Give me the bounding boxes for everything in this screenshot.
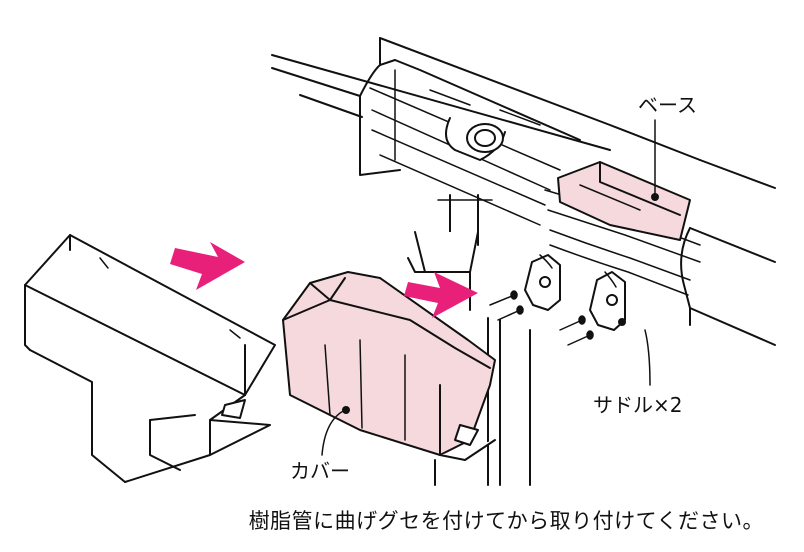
tee-cover [24,234,276,483]
label-cover: カバー [290,459,350,483]
pink-cover [282,271,496,461]
elbow-pipe [437,117,506,246]
wall-stand [407,231,531,486]
leader-dot [651,193,659,201]
screw-icon [559,315,586,331]
arrow-right-icon [170,242,245,290]
screw-icon [489,290,518,306]
arrow-right-icon [404,272,478,318]
leader-cover [321,409,346,456]
main-duct [271,37,701,226]
leader-dot [618,318,626,326]
instruction-caption: 樹脂管に曲げグセを付けてから取り付けてください。 [248,509,764,533]
screw-icon [567,330,594,346]
base-part [557,161,691,241]
label-saddle: サドル×2 [593,393,682,417]
leader-saddle [644,329,651,386]
leader-dot [342,406,350,414]
right-duct [680,159,776,346]
label-base: ベース [638,93,697,117]
saddle-left [524,254,561,311]
screw-icon [497,305,524,321]
